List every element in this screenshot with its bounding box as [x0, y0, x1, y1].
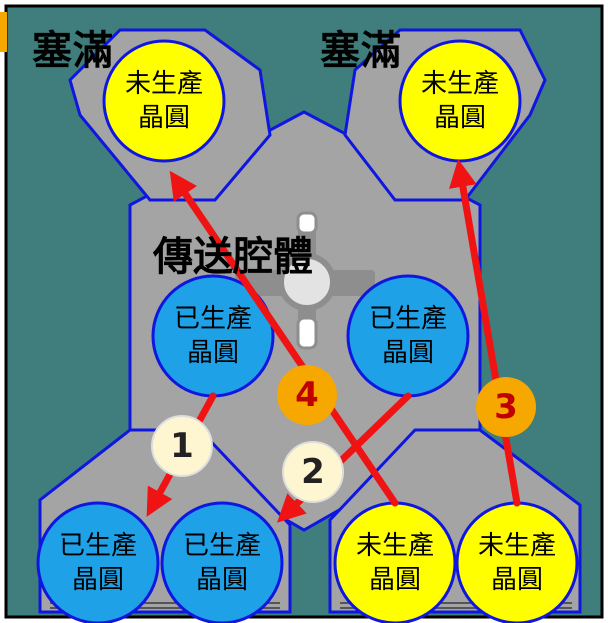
step-badge-3-circle: [476, 377, 536, 437]
wafer-group: [36, 39, 579, 623]
wafer-unprocessed-bottom-1: [333, 501, 457, 623]
wafer-processed-bottom-2: [160, 501, 284, 623]
step-badge-1-circle: [151, 415, 213, 477]
transfer-robot: [235, 211, 375, 350]
arrow-step-3: [449, 158, 521, 507]
step-badges: [151, 365, 536, 503]
step-badge-2-circle: [282, 441, 344, 503]
wafer-unprocessed-top-right: [398, 39, 522, 163]
wafer-unprocessed-bottom-2: [455, 501, 579, 623]
wafer-processed-mid-right: [346, 274, 470, 398]
arrow-step-4: [169, 170, 399, 507]
arrow-group: [146, 158, 521, 523]
step-badge-4-circle: [277, 365, 337, 425]
wafer-unprocessed-top-left: [102, 39, 226, 163]
orange-corner-mark: [0, 12, 7, 52]
wafer-processed-bottom-1: [36, 501, 160, 623]
